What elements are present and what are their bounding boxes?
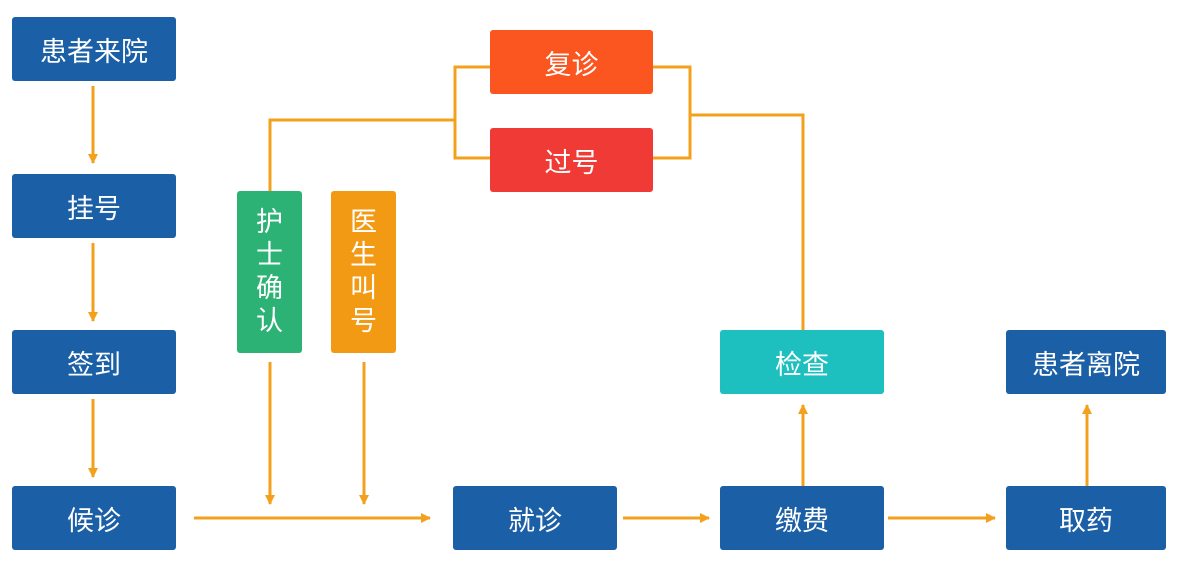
node-nurse-confirm: 护 士 确 认 — [237, 191, 302, 353]
line-left-bracket — [453, 65, 490, 160]
line-nurse-to-loop — [268, 118, 455, 191]
doctor-char: 生 — [350, 240, 377, 271]
doctor-char: 号 — [350, 306, 377, 337]
node-consult: 就诊 — [453, 486, 617, 550]
node-patient-leave: 患者离院 — [1006, 330, 1166, 394]
nurse-char: 护 — [256, 207, 283, 238]
node-take-medicine: 取药 — [1006, 486, 1166, 550]
node-doctor-call: 医 生 叫 号 — [331, 191, 396, 353]
node-payment: 缴费 — [720, 486, 884, 550]
nurse-char: 确 — [256, 273, 283, 304]
node-exam: 检查 — [720, 330, 884, 394]
line-right-bracket — [653, 65, 692, 160]
node-check-in: 签到 — [12, 330, 176, 394]
nurse-char: 士 — [256, 240, 283, 271]
doctor-char: 医 — [350, 207, 377, 238]
nurse-char: 认 — [256, 306, 283, 337]
node-register: 挂号 — [12, 174, 176, 238]
node-wait: 候诊 — [12, 486, 176, 550]
line-loop-to-exam — [690, 113, 805, 330]
node-patient-arrive: 患者来院 — [12, 17, 176, 81]
doctor-char: 叫 — [350, 273, 377, 304]
node-revisit: 复诊 — [490, 30, 653, 94]
node-skip: 过号 — [490, 128, 653, 192]
